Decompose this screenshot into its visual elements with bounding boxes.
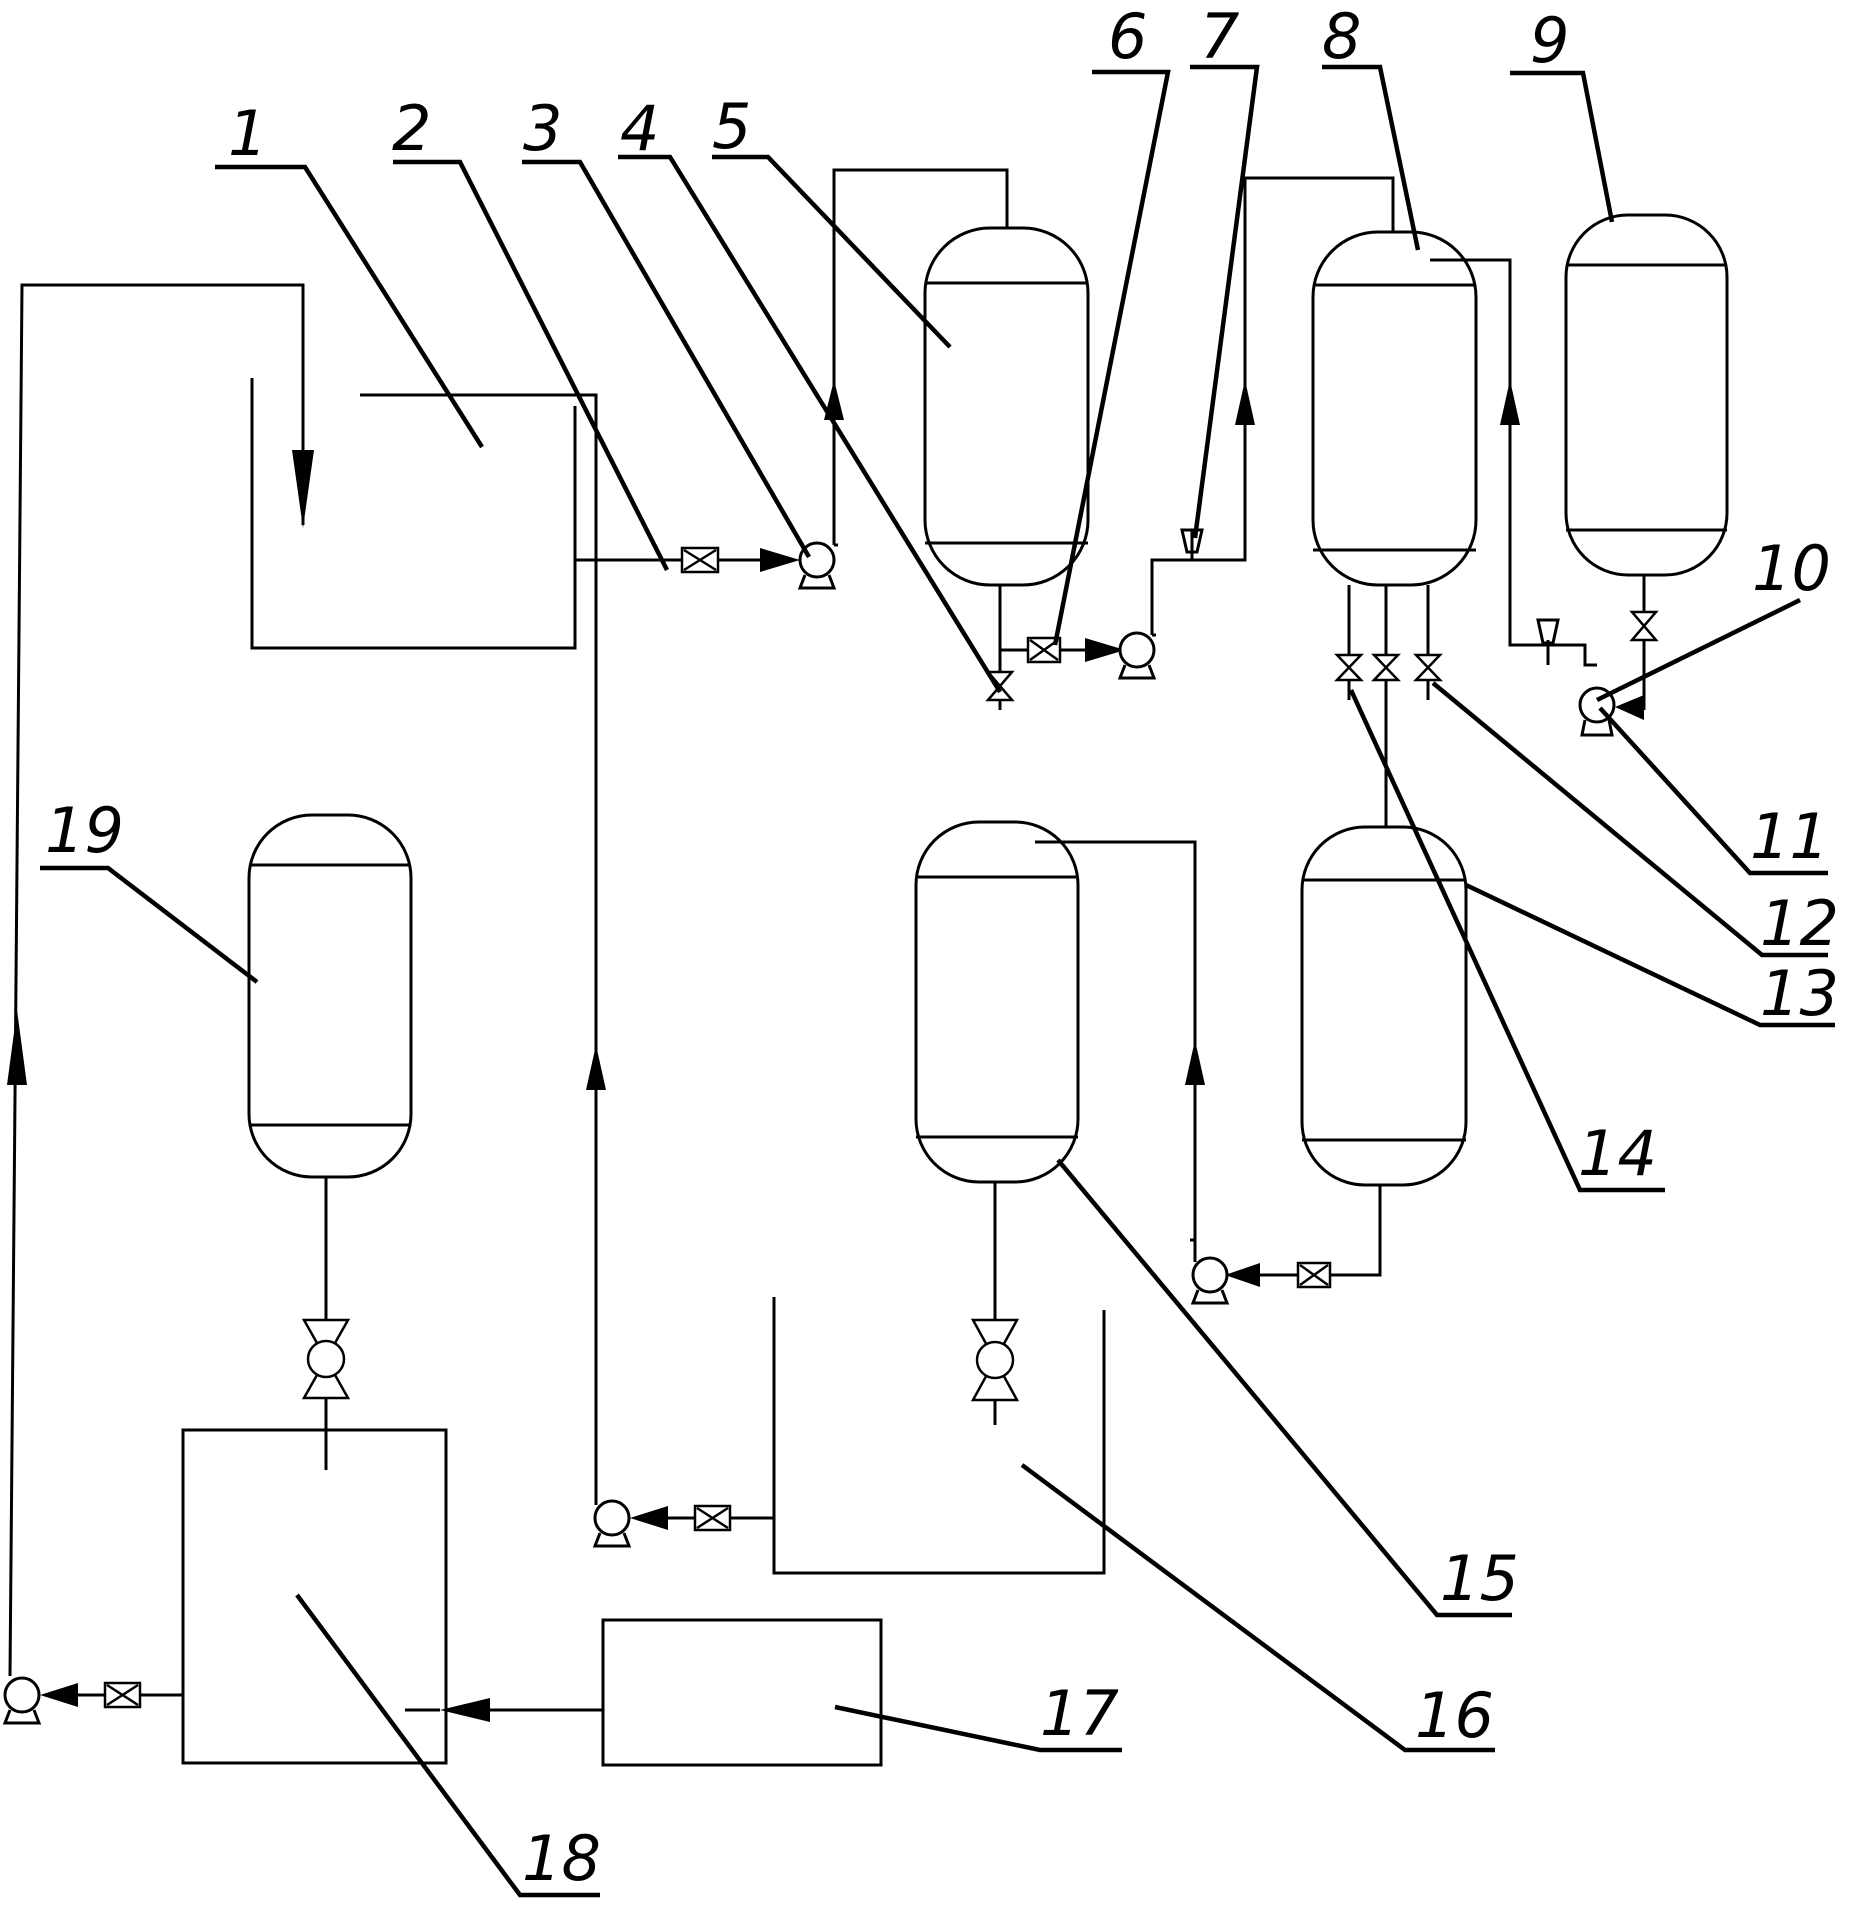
strainer-10 (1536, 618, 1560, 645)
flow-arrow-left (1225, 1263, 1260, 1287)
pump-16 (592, 1499, 632, 1548)
valve-16-outlet (693, 1504, 732, 1532)
tank-18 (181, 1428, 448, 1765)
flow-arrow-down (292, 450, 314, 528)
valve-9-outlet (1629, 610, 1659, 642)
vessel-5 (923, 226, 1090, 587)
flow-arrow-up (824, 380, 844, 420)
valve-13-outlet (1296, 1261, 1332, 1289)
leader-lines (40, 64, 1835, 1898)
vessel-15 (914, 820, 1080, 1184)
flow-arrow-up (1235, 380, 1255, 425)
callout-15: 15 (1440, 1542, 1519, 1615)
valve-12 (1334, 653, 1364, 682)
flow-arrow-left (630, 1506, 668, 1530)
valve-18-outlet (103, 1681, 142, 1709)
valve-14 (1371, 653, 1401, 682)
flow-arrow-up (7, 1010, 27, 1085)
vessel-19 (247, 813, 413, 1179)
flow-arrow-left (40, 1683, 78, 1707)
callout-numbers: 1 2 3 4 5 6 7 8 9 10 11 12 13 14 15 16 1… (45, 0, 1839, 1895)
flow-arrow-right (760, 548, 800, 572)
return-pipe-to-1 (8, 283, 305, 1677)
pump-7 (1117, 631, 1157, 680)
callout-16: 16 (1415, 1679, 1494, 1752)
flow-arrow-left (440, 1698, 490, 1722)
callout-8: 8 (1322, 0, 1361, 73)
flow-arrow-up (1500, 380, 1520, 425)
vessel-8 (1311, 230, 1478, 587)
callout-11: 11 (1750, 800, 1829, 873)
callout-6: 6 (1108, 0, 1147, 73)
callout-17: 17 (1040, 1677, 1119, 1750)
pump-13 (1190, 1256, 1230, 1305)
callout-5: 5 (712, 90, 751, 163)
callout-7: 7 (1200, 0, 1239, 73)
vessel-9 (1564, 213, 1729, 577)
callout-13: 13 (1760, 957, 1839, 1030)
callout-3: 3 (523, 92, 562, 165)
pump-18 (2, 1676, 42, 1725)
callout-14: 14 (1578, 1117, 1657, 1190)
callout-19: 19 (45, 794, 124, 867)
valve-2 (680, 546, 720, 574)
callout-1: 1 (228, 97, 267, 170)
vessel-13 (1300, 825, 1468, 1187)
callout-10: 10 (1752, 532, 1831, 605)
flow-arrow-up (1185, 1040, 1205, 1085)
callout-2: 2 (392, 92, 431, 165)
callout-4: 4 (620, 92, 659, 165)
basin-1 (250, 378, 577, 650)
flow-arrow-right (1085, 638, 1125, 662)
callout-12: 12 (1760, 887, 1839, 960)
callout-18: 18 (522, 1822, 601, 1895)
pump-3 (797, 541, 838, 590)
valve-19-outlet (301, 1318, 351, 1400)
box-17 (601, 1618, 883, 1767)
flow-arrow-up (586, 1045, 606, 1090)
basin-16 (772, 1297, 1106, 1575)
callout-9: 9 (1530, 4, 1569, 77)
valve-15-outlet (970, 1318, 1020, 1402)
valve-13 (1413, 653, 1443, 682)
